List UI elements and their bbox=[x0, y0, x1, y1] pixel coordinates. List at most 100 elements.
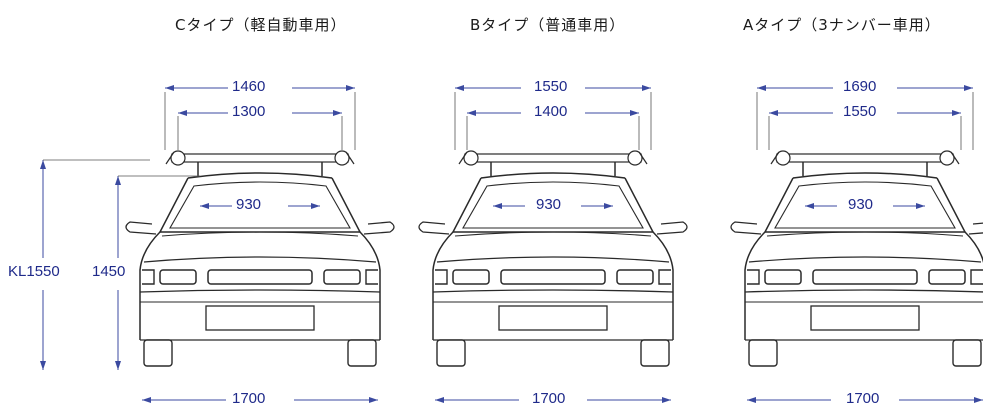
panel-c-dim-outer-arrow-right bbox=[346, 85, 355, 91]
panel-a-rack-bar bbox=[776, 153, 954, 163]
panel-b-vehicle-width: 1700 bbox=[532, 390, 566, 407]
panel-b-license-plate bbox=[498, 305, 608, 331]
panel-c-mirror-right bbox=[363, 221, 395, 235]
panel-c-corner-light-right bbox=[365, 269, 378, 285]
panel-c-body-right bbox=[359, 231, 381, 340]
panel-b-rack-end-left bbox=[463, 150, 479, 166]
panel-c-body-left bbox=[139, 231, 161, 340]
panel-c-grille bbox=[207, 269, 313, 285]
panel-a-dim-outer-arrow-left bbox=[757, 85, 766, 91]
panel-a-dim-inner-arrow-right bbox=[952, 110, 961, 116]
panel-b-bar-spacing: 930 bbox=[536, 196, 562, 213]
panel-a-roof-line bbox=[792, 172, 938, 179]
panel-a-tire-left bbox=[748, 339, 778, 367]
panel-c-dim-vehicle-width-arrow-right bbox=[369, 397, 378, 403]
panel-b-rack-clamp-left bbox=[458, 151, 468, 165]
panel-c-mirror-left bbox=[125, 221, 157, 235]
panel-b-headlight-left bbox=[452, 269, 490, 285]
panel-b-hood-edge bbox=[436, 256, 670, 263]
panel-a-body-right bbox=[964, 231, 983, 264]
panel-a-hood-edge bbox=[748, 256, 982, 263]
vehicle-height-dim-arrow-bottom bbox=[115, 361, 121, 370]
panel-c-dim-outer-arrow-left bbox=[165, 85, 174, 91]
panel-b-hood-line bbox=[454, 231, 652, 237]
panel-c-corner-light-left bbox=[142, 269, 155, 285]
panel-a-rack-clamp-right bbox=[950, 151, 960, 165]
panel-c-title: Cタイプ（軽自動車用） bbox=[175, 16, 347, 34]
panel-b-title: Bタイプ（普通車用） bbox=[470, 16, 626, 34]
panel-a-body-left bbox=[744, 231, 766, 340]
panel-b-dim-vehicle-width-arrow-left bbox=[435, 397, 444, 403]
panel-c-rack-bar bbox=[171, 153, 349, 163]
panel-a-headlight-left bbox=[764, 269, 802, 285]
panel-a-bar-spacing: 930 bbox=[848, 196, 874, 213]
panel-b-windshield-glass bbox=[462, 181, 644, 229]
panel-b-rack-clamp-right bbox=[638, 151, 648, 165]
panel-c-width-inner: 1300 bbox=[232, 103, 266, 120]
panel-a-tire-right bbox=[952, 339, 982, 367]
panel-c-tire-right bbox=[347, 339, 377, 367]
panel-a-rack-end-right bbox=[939, 150, 955, 166]
panel-c-rack-clamp-right bbox=[345, 151, 355, 165]
panel-a-dim-outer-arrow-right bbox=[964, 85, 973, 91]
panel-b-headlight-right bbox=[616, 269, 654, 285]
panel-a-title: Aタイプ（3ナンバー車用） bbox=[743, 16, 941, 34]
panel-a-grille bbox=[812, 269, 918, 285]
panel-b-corner-light-left bbox=[435, 269, 448, 285]
panel-a-windshield-glass bbox=[774, 181, 956, 229]
panel-b-dim-bar-spacing-arrow-right bbox=[604, 203, 613, 209]
panel-c-bar-spacing: 930 bbox=[236, 196, 262, 213]
panel-c-dim-vehicle-width-arrow-left bbox=[142, 397, 151, 403]
kl-height-dim-arrow-top bbox=[40, 160, 46, 169]
panel-c-vehicle-width: 1700 bbox=[232, 390, 266, 407]
panel-b-bumper-top bbox=[432, 289, 674, 293]
panel-c-tire-left bbox=[143, 339, 173, 367]
panel-c-rack-end-right bbox=[334, 150, 350, 166]
panel-a-dim-inner-arrow-left bbox=[769, 110, 778, 116]
panel-b-roof-line bbox=[480, 172, 626, 179]
panel-a-dim-vehicle-width-arrow-left bbox=[747, 397, 756, 403]
panel-a-headlight-right bbox=[928, 269, 966, 285]
panel-c-dim-inner-arrow-left bbox=[178, 110, 187, 116]
panel-a-width-inner: 1550 bbox=[843, 103, 877, 120]
panel-c-headlight-right bbox=[323, 269, 361, 285]
panel-c-dim-bar-spacing-arrow-left bbox=[200, 203, 209, 209]
panel-a-bumper-top bbox=[744, 289, 983, 293]
panel-b-rack-bar bbox=[464, 153, 642, 163]
panel-b-grille bbox=[500, 269, 606, 285]
panel-b-rack-end-right bbox=[627, 150, 643, 166]
panel-c-headlight-left bbox=[159, 269, 197, 285]
panel-a-rack-clamp-left bbox=[770, 151, 780, 165]
panel-c-hood-line bbox=[161, 231, 359, 237]
panel-a-vehicle-width: 1700 bbox=[846, 390, 880, 407]
panel-b-corner-light-right bbox=[658, 269, 671, 285]
panel-b-mirror-left bbox=[418, 221, 450, 235]
panel-a-dim-bar-spacing-arrow-left bbox=[805, 203, 814, 209]
panel-c-width-outer: 1460 bbox=[232, 78, 266, 95]
panel-a-corner-light-left bbox=[747, 269, 760, 285]
panel-b-tire-right bbox=[640, 339, 670, 367]
kl-height-dim-arrow-bottom bbox=[40, 361, 46, 370]
panel-a-dim-bar-spacing-arrow-right bbox=[916, 203, 925, 209]
panel-c-rack-end-left bbox=[170, 150, 186, 166]
panel-b-width-inner: 1400 bbox=[534, 103, 568, 120]
panel-b-dim-inner-arrow-left bbox=[467, 110, 476, 116]
panel-a-mirror-right bbox=[968, 222, 983, 235]
panel-c-bumper-top bbox=[139, 289, 381, 293]
panel-a-width-outer: 1690 bbox=[843, 78, 877, 95]
panel-c-hood-edge bbox=[143, 256, 377, 263]
panel-b-dim-outer-arrow-left bbox=[455, 85, 464, 91]
panel-b-body-left bbox=[432, 231, 454, 340]
panel-a-license-plate bbox=[810, 305, 920, 331]
panel-c-dim-inner-arrow-right bbox=[333, 110, 342, 116]
panel-a-corner-light-right bbox=[970, 269, 983, 285]
panel-a-hood-line bbox=[766, 231, 964, 237]
panel-c-roof-line bbox=[187, 172, 333, 179]
panel-b-dim-outer-arrow-right bbox=[642, 85, 651, 91]
panel-a-dim-vehicle-width-arrow-right bbox=[974, 397, 983, 403]
panel-c-windshield-glass bbox=[169, 181, 351, 229]
panel-b-body-right bbox=[652, 231, 674, 340]
panel-b-dim-vehicle-width-arrow-right bbox=[662, 397, 671, 403]
